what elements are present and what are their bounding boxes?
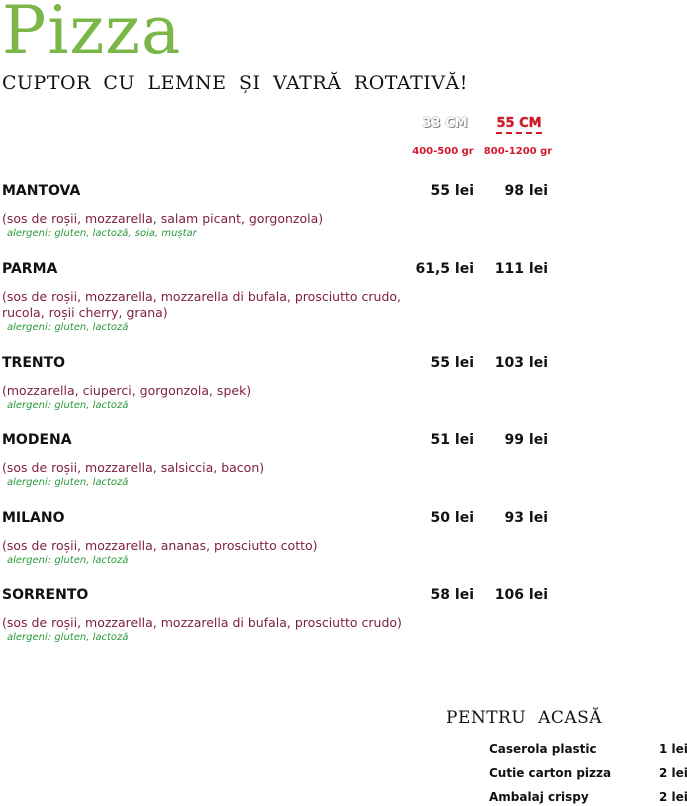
pizza-ingredients: (sos de roșii, mozzarella, salam picant,…: [2, 211, 324, 226]
pizza-name: SORRENTO: [2, 587, 89, 603]
pizza-ingredients: (mozzarella, ciuperci, gorgonzola, spek): [2, 383, 252, 398]
pizza-name: MANTOVA: [2, 183, 81, 199]
price-small: 55 lei: [430, 355, 474, 371]
price-large: 99 lei: [504, 432, 548, 448]
pizza-ingredients: (sos de roșii, mozzarella, salsiccia, ba…: [2, 460, 265, 475]
pizza-ingredients: (sos de roșii, mozzarella, mozzarella di…: [2, 615, 402, 630]
pizza-ingredients-block: (sos de roșii, mozzarella, salsiccia, ba…: [2, 460, 402, 489]
pizza-ingredients-block: (sos de roșii, mozzarella, mozzarella di…: [2, 615, 402, 644]
takeaway-item-name: Caserola plastic: [489, 742, 597, 756]
pizza-allergens: alergeni: gluten, lactoză: [7, 322, 129, 333]
pizza-ingredients-block: (sos de roșii, mozzarella, ananas, prosc…: [2, 538, 402, 567]
size-header-small: 33 CM: [410, 116, 480, 134]
pizza-ingredients-block: (mozzarella, ciuperci, gorgonzola, spek)…: [2, 383, 402, 412]
pizza-name: MODENA: [2, 432, 72, 448]
pizza-name: MILANO: [2, 510, 65, 526]
takeaway-item-name: Cutie carton pizza: [489, 766, 612, 780]
pizza-ingredients-block: (sos de roșii, mozzarella, mozzarella di…: [2, 289, 402, 334]
pizza-name: TRENTO: [2, 355, 66, 371]
takeaway-item-price: 2 lei: [659, 766, 687, 780]
price-large: 106 lei: [494, 587, 548, 603]
price-large: 111 lei: [494, 261, 548, 277]
size-label-small: 33 CM: [422, 116, 468, 134]
page-subtitle: CUPTOR CU LEMNE ȘI VATRĂ ROTATIVĂ!: [2, 72, 468, 94]
pizza-allergens: alergeni: gluten, lactoză: [7, 400, 129, 411]
price-large: 93 lei: [504, 510, 548, 526]
pizza-allergens: alergeni: gluten, lactoză: [7, 555, 129, 566]
takeaway-item-price: 1 lei: [659, 742, 687, 756]
size-label-large: 55 CM: [496, 116, 542, 134]
price-small: 50 lei: [430, 510, 474, 526]
pizza-allergens: alergeni: gluten, lactoză, soia, muștar: [7, 228, 197, 239]
takeaway-title: PENTRU ACASĂ: [446, 708, 603, 728]
takeaway-item: Caserola plastic 1 lei: [489, 742, 687, 756]
pizza-ingredients-block: (sos de roșii, mozzarella, salam picant,…: [2, 211, 402, 240]
takeaway-item: Ambalaj crispy 2 lei: [489, 790, 687, 804]
price-small: 58 lei: [430, 587, 474, 603]
pizza-allergens: alergeni: gluten, lactoză: [7, 477, 129, 488]
pizza-name: PARMA: [2, 261, 58, 277]
price-small: 55 lei: [430, 183, 474, 199]
weight-large: 800-1200 gr: [483, 146, 553, 157]
takeaway-item: Cutie carton pizza 2 lei: [489, 766, 687, 780]
takeaway-item-price: 2 lei: [659, 790, 687, 804]
pizza-allergens: alergeni: gluten, lactoză: [7, 632, 129, 643]
price-small: 61,5 lei: [415, 261, 474, 277]
size-header-large: 55 CM: [484, 116, 554, 134]
price-small: 51 lei: [430, 432, 474, 448]
weight-small: 400-500 gr: [412, 146, 474, 157]
price-large: 98 lei: [504, 183, 548, 199]
page-title: Pizza: [2, 0, 182, 69]
price-large: 103 lei: [494, 355, 548, 371]
pizza-ingredients: (sos de roșii, mozzarella, ananas, prosc…: [2, 538, 318, 553]
pizza-ingredients: (sos de roșii, mozzarella, mozzarella di…: [2, 289, 402, 320]
takeaway-item-name: Ambalaj crispy: [489, 790, 589, 804]
